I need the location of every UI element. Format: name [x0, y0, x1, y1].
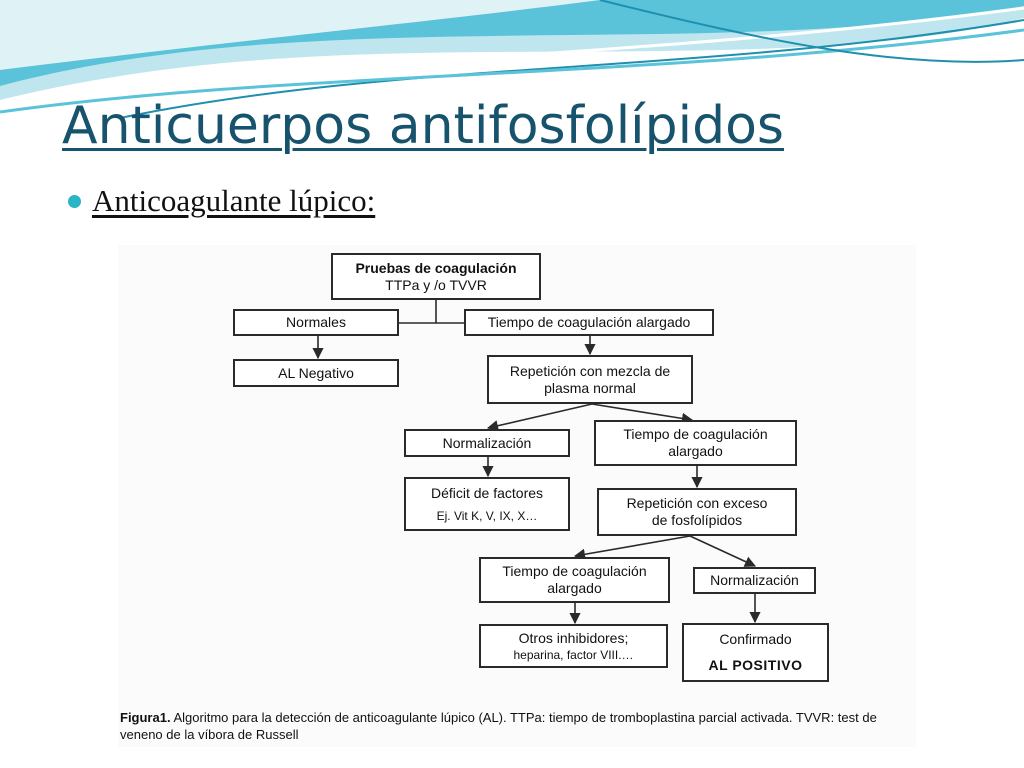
node-otros-inhibidores: Otros inhibidores; heparina, factor VIII…	[479, 624, 668, 668]
node-repeticion-exceso: Repetición con exceso de fosfolípidos	[597, 488, 797, 536]
node-normalizacion-1-text: Normalización	[442, 434, 532, 451]
node-al-negativo-text: AL Negativo	[278, 364, 354, 381]
bullet-text: Anticoagulante lúpico:	[92, 183, 376, 218]
figure-caption-label: Figura1.	[120, 710, 171, 725]
node-confirmado: Confirmado AL POSITIVO	[682, 623, 829, 682]
node-otros-inhibidores-line2: heparina, factor VIII.…	[513, 647, 634, 662]
node-pruebas-coagulacion-line1: Pruebas de coagulación	[355, 259, 517, 276]
node-tiempo-alargado-2-line1: Tiempo de coagulación	[623, 426, 768, 442]
node-pruebas-coagulacion: Pruebas de coagulación TTPa y /o TVVR	[331, 253, 541, 300]
node-repeticion-exceso-line2: de fosfolípidos	[651, 512, 743, 528]
node-tiempo-alargado-3-line2: alargado	[547, 580, 602, 596]
node-repeticion-mezcla-line2: plasma normal	[544, 379, 636, 396]
connector-exceso-normalizacion	[689, 535, 757, 567]
connector-exceso-alargado	[573, 535, 691, 560]
figure-caption: Figura1. Algoritmo para la detección de …	[120, 709, 920, 743]
node-tiempo-alargado-2-line2: alargado	[668, 443, 723, 459]
header-wave-decoration	[0, 0, 1024, 119]
node-normalizacion-2-text: Normalización	[710, 572, 799, 588]
node-deficit-factores-line1: Déficit de factores	[430, 484, 544, 501]
connector-repeticion-alargado	[591, 403, 694, 424]
node-repeticion-mezcla-line1: Repetición con mezcla de	[509, 362, 671, 379]
figure-caption-text: Algoritmo para la detección de anticoagu…	[120, 710, 877, 742]
node-confirmado-line1: Confirmado	[719, 631, 792, 647]
node-deficit-factores-line2: Ej. Vit K, V, IX, X…	[436, 508, 538, 523]
node-repeticion-exceso-line1: Repetición con exceso	[626, 495, 768, 511]
node-pruebas-coagulacion-line2: TTPa y /o TVVR	[385, 276, 487, 293]
node-tiempo-alargado-3-line1: Tiempo de coagulación	[502, 563, 647, 579]
node-confirmado-line2: AL POSITIVO	[708, 657, 803, 673]
node-tiempo-alargado-1: Tiempo de coagulación alargado	[464, 309, 714, 336]
slide-title: Anticuerpos antifosfolípidos	[62, 96, 784, 156]
node-repeticion-mezcla: Repetición con mezcla de plasma normal	[487, 355, 693, 404]
node-normalizacion-1: Normalización	[404, 429, 570, 457]
connector-repeticion-normalizacion	[486, 403, 593, 432]
node-normalizacion-2: Normalización	[693, 567, 816, 594]
node-normales-text: Normales	[286, 314, 346, 330]
node-tiempo-alargado-1-text: Tiempo de coagulación alargado	[487, 314, 691, 330]
node-deficit-factores: Déficit de factores Ej. Vit K, V, IX, X…	[404, 477, 570, 531]
node-otros-inhibidores-line1: Otros inhibidores;	[518, 629, 629, 646]
node-normales: Normales	[233, 309, 399, 336]
node-al-negativo: AL Negativo	[233, 359, 399, 387]
node-tiempo-alargado-3: Tiempo de coagulación alargado	[479, 557, 670, 603]
node-tiempo-alargado-2: Tiempo de coagulación alargado	[594, 420, 797, 466]
bullet-dot-icon	[68, 195, 81, 208]
